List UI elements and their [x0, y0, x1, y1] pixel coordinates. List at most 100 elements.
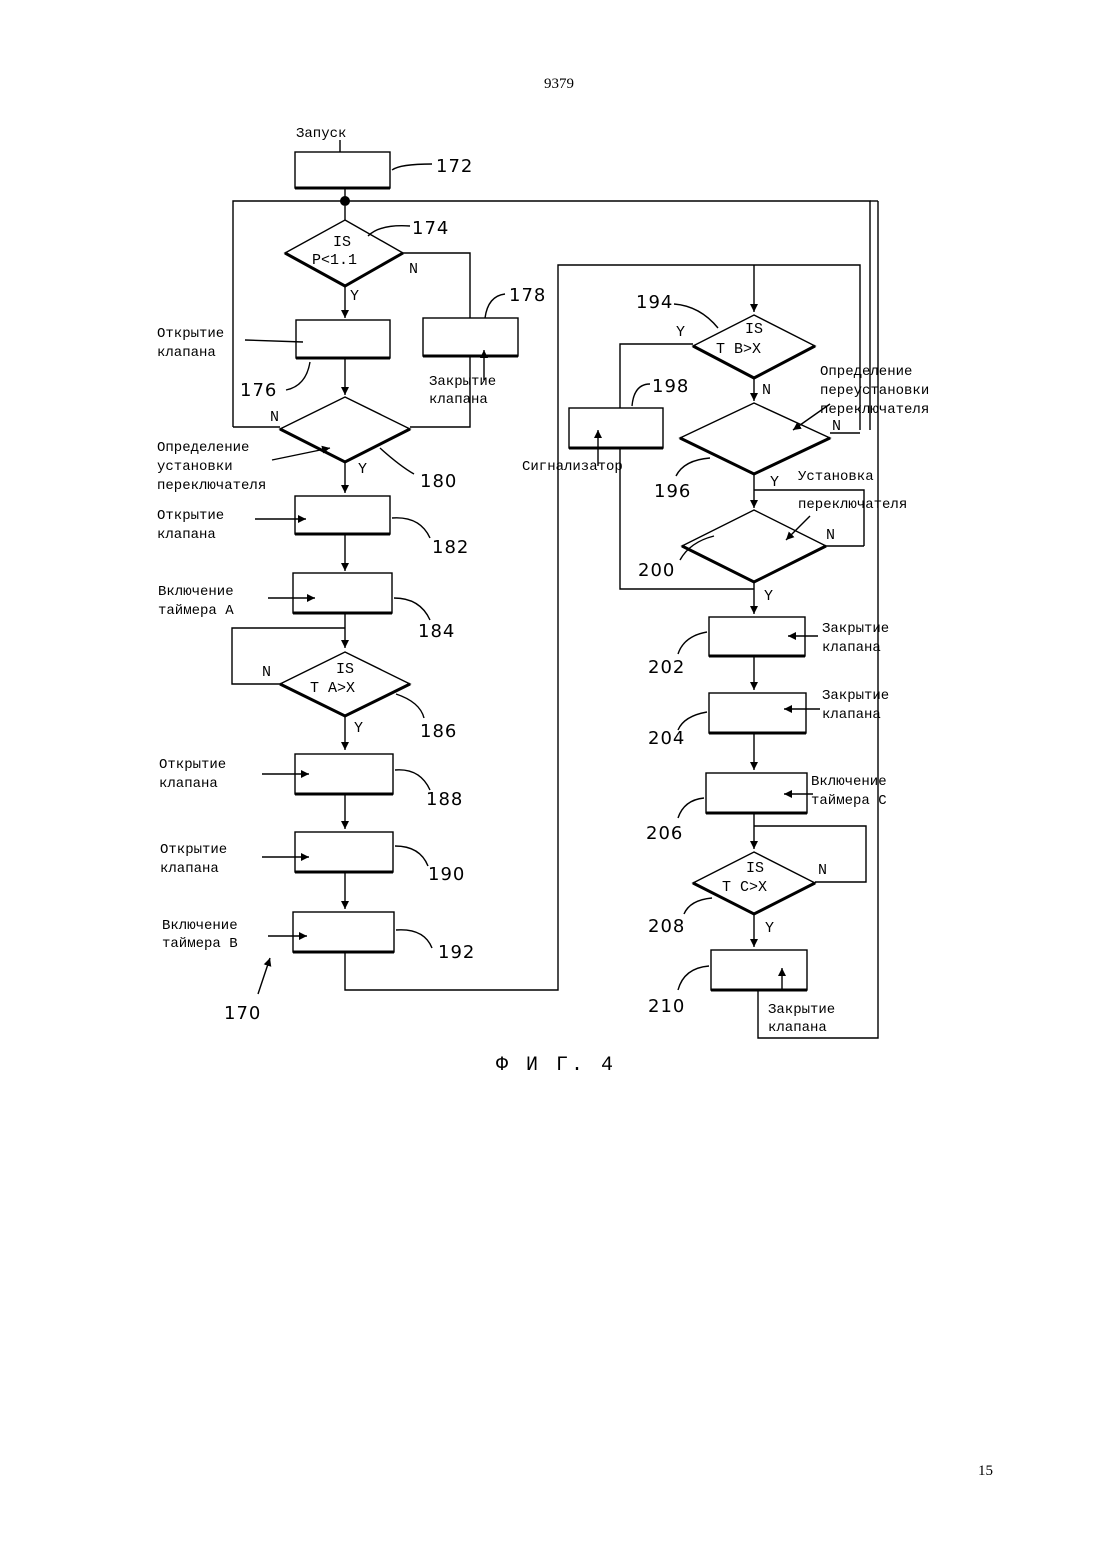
process-box-206: [706, 773, 807, 813]
branch-yes-174: Y: [350, 288, 359, 305]
decision-174-line2: P<1.1: [312, 252, 357, 269]
decision-208: IS T C>X: [693, 852, 815, 914]
leader-198: [632, 384, 650, 406]
ref-180: 180: [420, 471, 457, 492]
ref-170: 170: [224, 1003, 261, 1024]
process-box-198: [569, 408, 663, 448]
label-202-line1: Закрытие: [822, 621, 889, 637]
label-204-line1: Закрытие: [822, 688, 889, 704]
leader-176: [286, 362, 310, 390]
branch-no-208: N: [818, 862, 827, 879]
process-box-178: [423, 318, 518, 356]
connector-192-to-right: [345, 265, 754, 990]
leader-186: [396, 694, 424, 718]
ref-184: 184: [418, 621, 455, 642]
ref-190: 190: [428, 864, 465, 885]
branch-no-186: N: [262, 664, 271, 681]
label-178-line1: Закрытие: [429, 374, 496, 390]
decision-174: IS P<1.1: [285, 220, 403, 286]
label-210-line2: клапана: [768, 1020, 827, 1036]
leader-190: [395, 846, 428, 866]
leader-210: [678, 966, 709, 990]
process-box-210: [711, 950, 807, 990]
label-198: Сигнализатор: [522, 459, 623, 475]
branch-yes-208: Y: [765, 920, 774, 937]
label-200-line1: Установка: [798, 469, 874, 485]
ref-174: 174: [412, 218, 449, 239]
label-192-line2: таймера В: [162, 935, 238, 952]
ref-178: 178: [509, 285, 546, 306]
label-190-line2: клапана: [160, 861, 219, 877]
leader-174: [368, 226, 410, 236]
leader-188: [395, 770, 430, 790]
label-196-line3: переключателя: [820, 402, 929, 418]
leader-208: [684, 898, 712, 914]
process-box-172: [295, 152, 390, 188]
label-182-line1: Открытие: [157, 508, 224, 524]
label-210-line1: Закрытие: [768, 1002, 835, 1018]
label-180-line2: установки: [157, 459, 233, 475]
branch-yes-194: Y: [676, 324, 685, 341]
leader-196: [676, 458, 710, 476]
branch-yes-186: Y: [354, 720, 363, 737]
leader-178: [485, 294, 505, 318]
figure-ref-arrow: [258, 958, 270, 994]
leader-172: [392, 164, 432, 170]
ref-196: 196: [654, 481, 691, 502]
label-176-line1: Открытие: [157, 326, 224, 342]
label-190-line1: Открытие: [160, 842, 227, 858]
label-204-line2: клапана: [822, 707, 881, 723]
leader-192: [396, 930, 432, 948]
label-arrow-180: [272, 448, 330, 460]
leader-180: [380, 448, 414, 474]
decision-194-line1: IS: [745, 321, 763, 338]
ref-210: 210: [648, 996, 685, 1017]
decision-208-line1: IS: [746, 860, 764, 877]
label-176-line2: клапана: [157, 345, 216, 361]
branch-no-174: N: [409, 261, 418, 278]
decision-186-line1: IS: [336, 661, 354, 678]
process-box-176: [296, 320, 390, 358]
branch-yes-180: Y: [358, 461, 367, 478]
label-188-line1: Открытие: [159, 757, 226, 773]
label-192-line1: Включение: [162, 918, 238, 934]
branch-yes-196: Y: [770, 474, 779, 491]
leader-182: [392, 518, 430, 538]
start-label: Запуск: [296, 126, 346, 142]
branch-no-194: N: [762, 382, 771, 399]
label-188-line2: клапана: [159, 776, 218, 792]
ref-208: 208: [648, 916, 685, 937]
decision-208-line2: T C>X: [722, 879, 767, 896]
ref-172: 172: [436, 156, 473, 177]
label-200-line2: переключателя: [798, 497, 907, 513]
branch-no-180: N: [270, 409, 279, 426]
label-196-line1: Определение: [820, 364, 912, 380]
decision-180: [280, 397, 410, 462]
branch-no-200: N: [826, 527, 835, 544]
label-180-line3: переключателя: [157, 478, 266, 494]
ref-204: 204: [648, 728, 685, 749]
label-184-line1: Включение: [158, 584, 234, 600]
decision-196: [680, 403, 830, 474]
process-box-184: [293, 573, 392, 613]
ref-188: 188: [426, 789, 463, 810]
process-box-192: [293, 912, 394, 952]
label-202-line2: клапана: [822, 640, 881, 656]
process-box-182: [295, 496, 390, 534]
decision-194-line2: T B>X: [716, 341, 761, 358]
label-178-line2: клапана: [429, 392, 488, 408]
leader-184: [394, 598, 430, 620]
label-206-line1: Включение: [811, 774, 887, 790]
ref-198: 198: [652, 376, 689, 397]
label-206-line2: таймера С: [811, 792, 887, 809]
label-182-line2: клапана: [157, 527, 216, 543]
ref-176: 176: [240, 380, 277, 401]
ref-186: 186: [420, 721, 457, 742]
process-box-188: [295, 754, 393, 794]
label-196-line2: переустановки: [820, 383, 929, 399]
process-box-190: [295, 832, 393, 872]
leader-202: [678, 632, 707, 654]
ref-206: 206: [646, 823, 683, 844]
label-184-line2: таймера А: [158, 602, 234, 619]
